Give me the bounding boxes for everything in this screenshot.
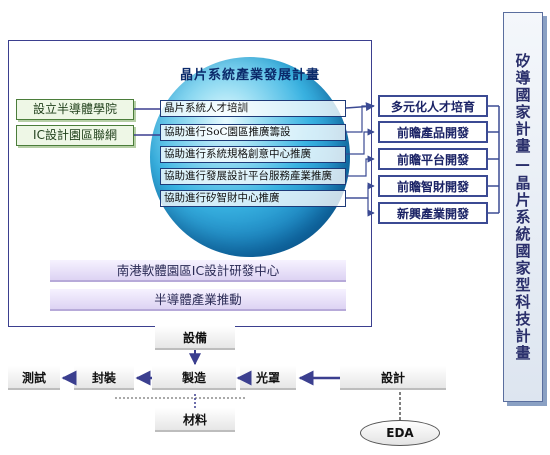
program-item-design-platform: 協助進行發展設計平台服務產業推廣 <box>160 168 346 185</box>
process-design: 設計 <box>340 366 446 390</box>
program-item-ip-center: 協助進行矽智財中心推廣 <box>160 190 346 207</box>
right-box-ip-dev: 前瞻智財開發 <box>378 175 488 197</box>
vertical-program-title: 矽導國家計畫—晶片系統國家型科技計畫 <box>503 12 543 402</box>
program-item-spec-center: 協助進行系統規格創意中心推廣 <box>160 146 346 163</box>
semiconductor-academy-box: 設立半導體學院 <box>16 99 134 120</box>
connector-item-6 <box>346 197 375 217</box>
right-box-diverse-talent: 多元化人才培育 <box>378 95 488 117</box>
program-item-talent-training: 晶片系統人才培訓 <box>160 100 346 117</box>
process-mask: 光罩 <box>240 366 296 390</box>
process-material: 材料 <box>155 408 235 432</box>
ic-design-park-network-box: IC設計園區聯網 <box>16 125 134 146</box>
program-title: 晶片系統產業發展計畫 <box>179 68 320 83</box>
connector-item-5 <box>346 182 375 199</box>
nankang-ic-center-bar: 南港軟體園區IC設計研發中心 <box>50 260 346 282</box>
right-box-product-dev: 前瞻產品開發 <box>378 121 488 143</box>
semiconductor-promotion-bar: 半導體產業推動 <box>50 289 346 311</box>
process-package: 封裝 <box>74 366 134 390</box>
process-manufacture: 製造 <box>152 366 236 390</box>
connector-item-3 <box>346 128 375 155</box>
program-item-soc-park: 協助進行SoC園區推廣籌設 <box>160 124 346 141</box>
right-box-emerging-industry: 新興產業開發 <box>378 202 488 224</box>
connector-item-2 <box>346 105 374 133</box>
process-equipment: 設備 <box>155 326 235 350</box>
eda-ellipse: EDA <box>360 420 440 446</box>
process-test: 測試 <box>8 366 60 390</box>
right-box-platform-dev: 前瞻平台開發 <box>378 148 488 170</box>
connector-item-4 <box>346 155 375 177</box>
